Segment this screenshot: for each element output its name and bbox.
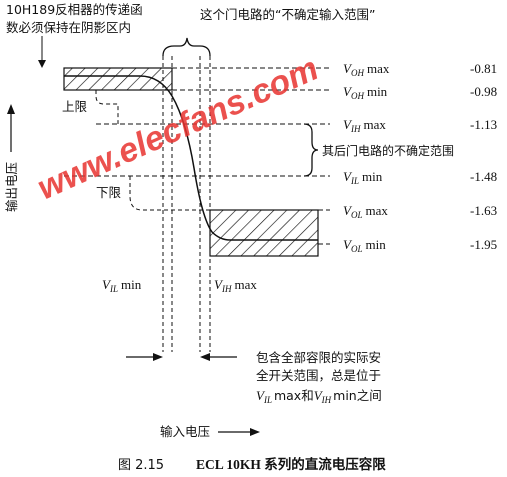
level-value-vih-max: -1.13 xyxy=(470,117,497,132)
transfer-curve xyxy=(64,75,318,241)
uncertain-input-range-label: 这个门电路的“不确定输入范围” xyxy=(200,7,375,22)
y-axis-label: 输出电压 xyxy=(4,162,19,212)
top-left-guide-arrow xyxy=(38,60,46,68)
lower-limit-bracket xyxy=(129,176,210,211)
figure-number: 图 2.15 xyxy=(118,458,164,473)
level-value-voh-max: -0.81 xyxy=(470,61,497,76)
vol-hatched-region xyxy=(209,209,319,257)
top-left-annotation-line-1: 10H189反相器的传递函 xyxy=(6,2,143,17)
upper-limit-bracket xyxy=(95,90,119,124)
level-value-vil-min: -1.48 xyxy=(470,169,497,184)
x-axis-arrow-head xyxy=(250,428,260,436)
y-axis-arrow-head xyxy=(7,104,15,114)
safe-range-left-arrow-head xyxy=(153,353,163,361)
subsequent-gate-brace xyxy=(303,123,319,177)
safe-range-right-arrow-head xyxy=(200,353,210,361)
upper-limit-label: 上限 xyxy=(62,99,88,114)
lower-limit-label: 下限 xyxy=(96,185,122,200)
top-brace xyxy=(162,37,211,57)
bottom-note-line-2: 全开关范围，总是位于 xyxy=(256,368,381,383)
voh-hatched-region xyxy=(63,67,173,91)
level-value-voh-min: -0.98 xyxy=(470,84,497,99)
subsequent-gate-label: 其后门电路的不确定范围 xyxy=(322,143,454,158)
x-axis-label: 输入电压 xyxy=(160,424,210,439)
level-value-vol-max: -1.63 xyxy=(470,203,497,218)
level-value-vol-min: -1.95 xyxy=(470,237,497,252)
top-left-annotation-line-2: 数必须保持在阴影区内 xyxy=(6,20,131,35)
bottom-note-line-1: 包含全部容限的实际安 xyxy=(256,350,381,365)
figure-caption: ECL 10KH 系列的直流电压容限 xyxy=(196,456,386,472)
